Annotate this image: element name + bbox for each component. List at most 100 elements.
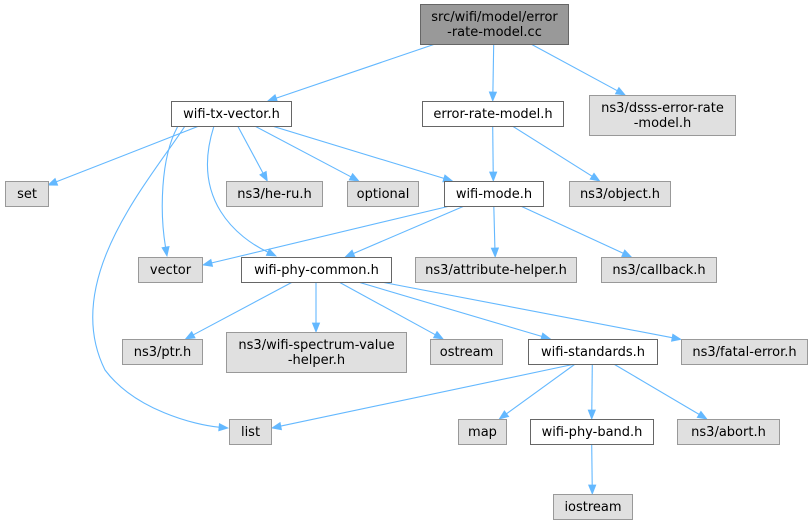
edge-wifi-tx-vector-h-to-vector: [161, 125, 179, 258]
node-iostream: iostream: [553, 494, 633, 520]
node-box: [677, 419, 780, 445]
edge-line: [353, 205, 465, 255]
node-callback-h: ns3/callback.h: [601, 257, 717, 283]
edge-arrowhead: [588, 484, 597, 496]
node-wifi-phy-common-h[interactable]: wifi-phy-common.h: [241, 257, 392, 283]
node-wifi-mode-h[interactable]: wifi-mode.h: [444, 181, 544, 207]
node-label: ns3/object.h: [580, 187, 660, 202]
edge-line: [338, 281, 436, 336]
node-label: error-rate-model.h: [433, 107, 552, 122]
edge-wifi-tx-vector-h-to-list: [92, 125, 230, 432]
edge-wifi-phy-common-h-to-ptr-h: [184, 281, 293, 340]
edge-wifi-standards-h-to-list: [270, 363, 576, 431]
edge-wifi-mode-h-to-wifi-phy-common-h: [344, 205, 465, 258]
edge-line: [237, 125, 264, 174]
node-abort-h: ns3/abort.h: [677, 419, 780, 445]
edge-line: [492, 125, 494, 173]
node-label: ns3/callback.h: [612, 263, 705, 278]
node-box: [681, 339, 808, 365]
node-box: [415, 257, 577, 283]
edge-line: [207, 125, 269, 253]
edge-arrowhead: [621, 249, 633, 258]
edge-line: [506, 363, 576, 415]
edge-wifi-standards-h-to-abort-h: [613, 363, 708, 420]
edge-wifi-tx-vector-h-to-wifi-phy-common-h: [207, 125, 277, 257]
node-box: [430, 339, 503, 365]
edge-wifi-phy-common-h-to-wifi-spectrum-value-helper-h: [311, 282, 321, 334]
node-box: [458, 419, 507, 445]
node-object-h: ns3/object.h: [569, 181, 671, 207]
node-box: [122, 339, 203, 365]
node-box: [5, 181, 49, 207]
edge-wifi-tx-vector-h-to-optional: [254, 125, 360, 182]
edge-arrowhead: [442, 174, 454, 183]
node-box: [226, 181, 323, 207]
edge-arrowhead: [490, 247, 500, 259]
edge-line: [493, 205, 496, 249]
edge-wifi-tx-vector-h-to-set: [46, 125, 200, 186]
edge-line: [591, 363, 593, 411]
node-ptr-h: ns3/ptr.h: [122, 339, 203, 365]
node-he-ru-h: ns3/he-ru.h: [226, 181, 323, 207]
node-list: list: [229, 419, 272, 445]
node-box: [171, 101, 292, 127]
edge-line: [92, 125, 220, 428]
node-wifi-phy-band-h[interactable]: wifi-phy-band.h: [530, 419, 654, 445]
node-map: map: [458, 419, 507, 445]
edge-line: [381, 281, 673, 339]
edge-line: [211, 205, 451, 264]
edge-wifi-phy-common-h-to-wifi-standards-h: [357, 281, 552, 341]
node-box: [569, 181, 671, 207]
node-box: [347, 181, 419, 207]
edge-wifi-phy-common-h-to-ostream: [338, 281, 445, 340]
node-label: ns3/attribute-helper.h: [425, 263, 567, 278]
node-dsss-error-rate-model-h: ns3/dsss-error-rate-model.h: [589, 95, 736, 136]
edges-layer: [46, 43, 708, 496]
node-wifi-standards-h[interactable]: wifi-standards.h: [528, 339, 658, 365]
edge-arrowhead: [259, 170, 268, 182]
node-label: wifi-phy-band.h: [542, 425, 643, 440]
node-label: map: [468, 425, 497, 440]
edge-line: [512, 125, 593, 177]
node-label: -helper.h: [288, 353, 345, 368]
node-wifi-tx-vector-h[interactable]: wifi-tx-vector.h: [171, 101, 292, 127]
edge-arrowhead: [348, 172, 360, 182]
node-label: wifi-phy-common.h: [254, 263, 379, 278]
node-box: [601, 257, 717, 283]
edge-wifi-phy-band-h-to-iostream: [588, 443, 597, 496]
edge-arrowhead: [344, 249, 356, 258]
node-box: [530, 419, 654, 445]
edge-arrowhead: [311, 322, 321, 334]
edge-arrowhead: [540, 332, 552, 341]
edge-wifi-phy-common-h-to-fatal-error-h: [381, 281, 683, 342]
edge-arrowhead: [696, 410, 708, 420]
node-error-rate-model-cc[interactable]: src/wifi/model/error-rate-model.cc: [420, 4, 569, 45]
node-box: [589, 95, 736, 136]
node-label: src/wifi/model/error: [431, 10, 558, 25]
edge-wifi-standards-h-to-wifi-phy-band-h: [587, 363, 596, 421]
edge-line: [530, 43, 618, 92]
node-label: ostream: [440, 345, 494, 360]
edge-error-rate-model-cc-to-wifi-tx-vector-h: [266, 43, 436, 102]
edge-error-rate-model-h-to-object-h: [512, 125, 601, 182]
node-vector: vector: [138, 257, 203, 283]
node-label: ns3/ptr.h: [134, 345, 192, 360]
node-wifi-spectrum-value-helper-h: ns3/wifi-spectrum-value-helper.h: [226, 332, 407, 373]
node-label: wifi-standards.h: [541, 345, 645, 360]
edge-arrowhead: [201, 258, 214, 267]
node-label: ns3/fatal-error.h: [692, 345, 796, 360]
edge-error-rate-model-h-to-wifi-mode-h: [489, 125, 498, 183]
edge-arrowhead: [671, 333, 683, 342]
node-label: -rate-model.cc: [447, 25, 542, 40]
node-attribute-helper-h: ns3/attribute-helper.h: [415, 257, 577, 283]
edge-line: [161, 125, 179, 248]
edge-wifi-tx-vector-h-to-wifi-mode-h: [271, 125, 454, 183]
node-label: -model.h: [634, 116, 692, 131]
node-label: ns3/wifi-spectrum-value: [238, 338, 394, 353]
node-error-rate-model-h[interactable]: error-rate-model.h: [422, 101, 564, 127]
edge-arrowhead: [270, 421, 283, 431]
node-box: [226, 332, 407, 373]
node-box: [420, 4, 569, 45]
edge-arrowhead: [489, 171, 498, 183]
